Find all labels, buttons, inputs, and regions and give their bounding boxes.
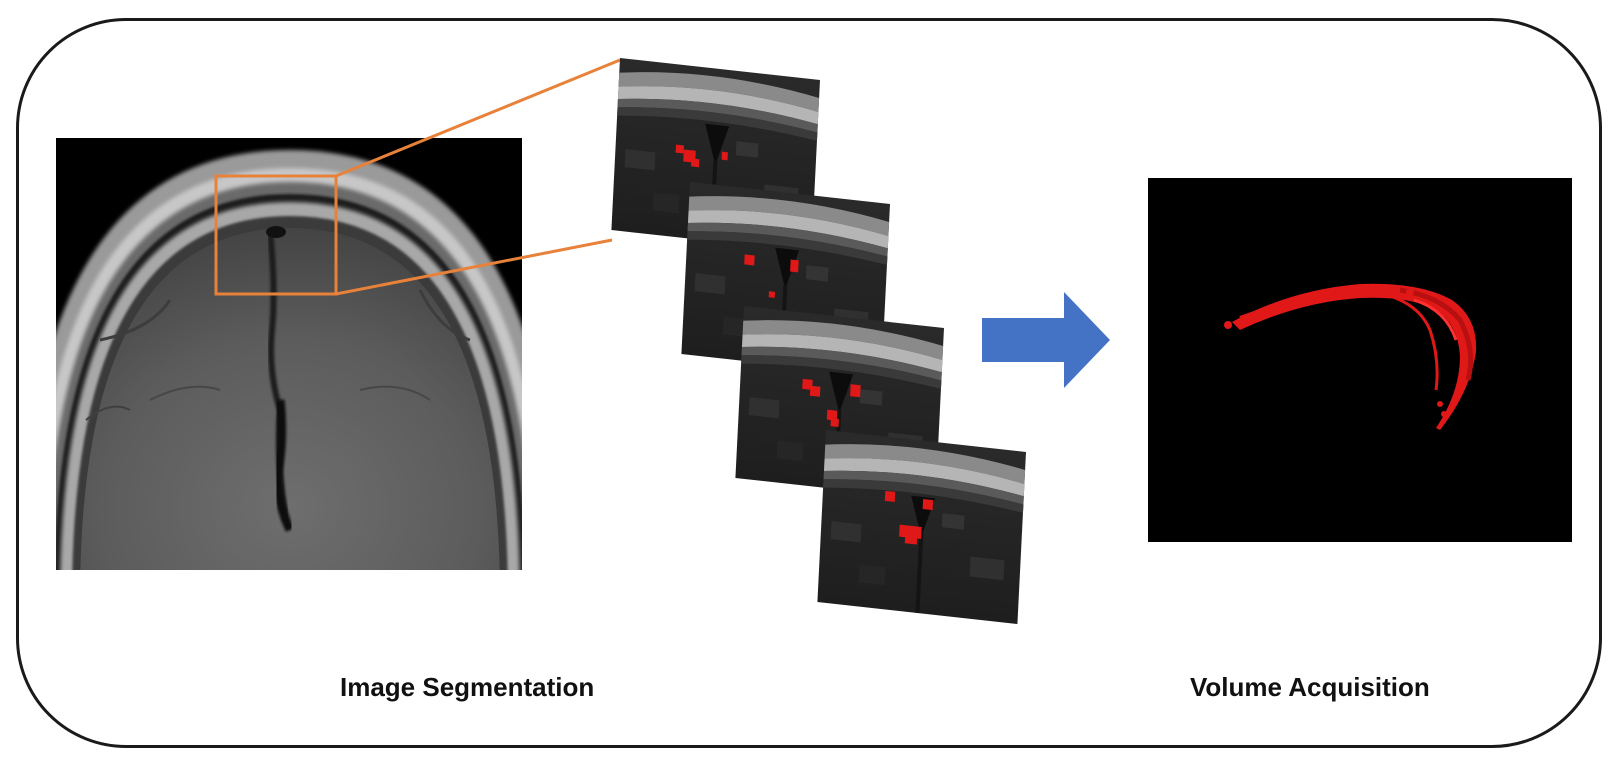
segmented-slice-2 bbox=[661, 180, 910, 378]
caption-volume-acquisition: Volume Acquisition bbox=[1190, 672, 1430, 702]
slice-stack bbox=[591, 56, 1046, 626]
segmented-slice-3 bbox=[715, 304, 964, 502]
zoom-lines bbox=[335, 58, 621, 296]
caption-image-segmentation: Image Segmentation bbox=[340, 672, 595, 702]
zoom-region-box bbox=[214, 174, 338, 296]
segmented-slice-4 bbox=[797, 428, 1046, 626]
segmented-volume-image bbox=[1148, 178, 1572, 542]
mri-brain-image bbox=[56, 138, 522, 570]
segmented-slice-1 bbox=[591, 56, 840, 254]
right-arrow-icon bbox=[982, 292, 1110, 388]
